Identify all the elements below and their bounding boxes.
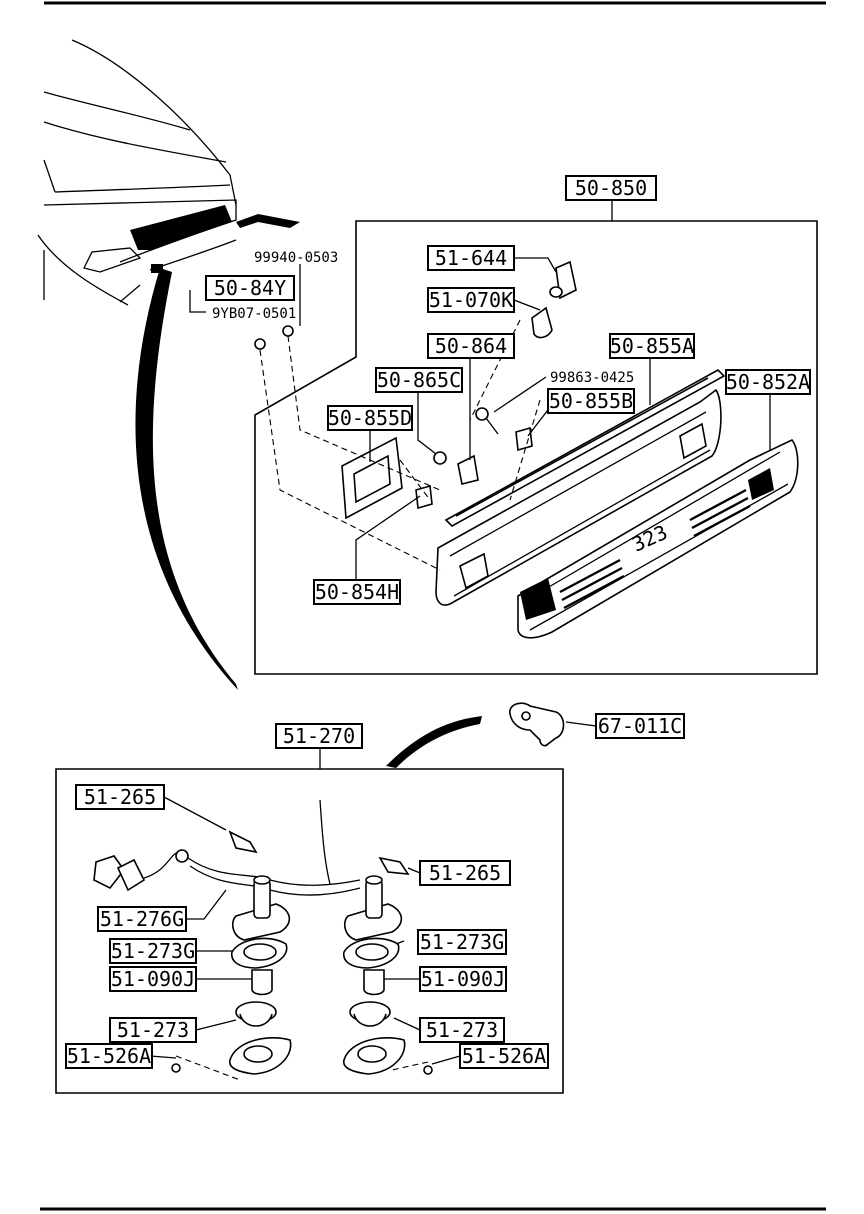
screw-left-icon xyxy=(171,1063,181,1073)
callout-51-276G: 51-276G xyxy=(97,906,187,932)
callout-51-265-left: 51-265 xyxy=(75,784,165,810)
trim-strip xyxy=(444,369,726,527)
nut-plate-icon xyxy=(415,484,433,510)
svg-text:50-84Y: 50-84Y xyxy=(214,276,286,300)
callout-51-090J-left: 51-090J xyxy=(109,966,197,992)
svg-text:51-273G: 51-273G xyxy=(420,930,504,954)
callout-99940-0503: 99940-0503 xyxy=(254,250,338,266)
callout-51-273-left: 51-273 xyxy=(109,1017,197,1043)
housing-left xyxy=(229,1037,292,1075)
svg-text:50-852A: 50-852A xyxy=(726,370,810,394)
callout-50-852A: 50-852A xyxy=(725,369,811,395)
callout-51-273G-right: 51-273G xyxy=(417,929,507,955)
svg-text:50-855A: 50-855A xyxy=(610,334,694,358)
license-lamp-left xyxy=(231,875,291,941)
car-rear-illustration xyxy=(37,39,237,306)
callout-51-090J-right: 51-090J xyxy=(419,966,507,992)
svg-text:50-855D: 50-855D xyxy=(328,406,412,430)
svg-text:50-855B: 50-855B xyxy=(549,389,633,413)
svg-text:50-850: 50-850 xyxy=(575,176,647,200)
hook-right-icon xyxy=(378,856,410,875)
callout-50-864: 50-864 xyxy=(427,333,515,359)
nut-icon xyxy=(433,451,447,465)
license-plate-panel xyxy=(435,388,722,606)
lower-assembly-frame xyxy=(55,768,564,1094)
svg-text:51-273: 51-273 xyxy=(426,1018,498,1042)
callout-99863-0425: 99863-0425 xyxy=(550,370,634,386)
sweep-arrow-upper xyxy=(135,268,238,690)
harness-clamp-icon xyxy=(509,702,597,747)
bracket-clip-icon xyxy=(457,454,479,485)
callout-51-070K: 51-070K xyxy=(427,287,515,313)
sweep-arrow-lower xyxy=(386,716,482,768)
callout-51-273G-left: 51-273G xyxy=(109,938,197,964)
callout-50-865C: 50-865C xyxy=(375,367,463,393)
bracket-plate xyxy=(341,436,403,520)
housing-right xyxy=(343,1037,406,1075)
bulb-icon xyxy=(531,306,553,339)
bulb-left xyxy=(251,969,273,996)
svg-text:51-526A: 51-526A xyxy=(462,1044,546,1068)
callout-51-526A-right: 51-526A xyxy=(459,1043,549,1069)
lamp-socket-icon xyxy=(549,260,577,300)
callout-51-273-right: 51-273 xyxy=(419,1017,505,1043)
lens-right xyxy=(349,1001,391,1027)
lamp-gasket-right xyxy=(343,937,400,969)
callout-50-850: 50-850 xyxy=(565,175,657,201)
lamp-gasket-left xyxy=(231,937,288,969)
callout-9YB07-0501: 9YB07-0501 xyxy=(212,306,296,322)
callout-51-644: 51-644 xyxy=(427,245,515,271)
svg-text:51-265: 51-265 xyxy=(429,861,501,885)
callout-50-854H: 50-854H xyxy=(313,579,401,605)
bulb-right xyxy=(363,969,385,996)
hook-left-icon xyxy=(228,830,258,854)
svg-text:51-273: 51-273 xyxy=(117,1018,189,1042)
svg-text:51-644: 51-644 xyxy=(435,246,507,270)
callout-51-526A-left: 51-526A xyxy=(65,1043,153,1069)
grommet-icon xyxy=(254,325,294,350)
clip-icon xyxy=(515,426,533,452)
screw-icon xyxy=(475,407,499,435)
callout-51-265-right: 51-265 xyxy=(419,860,511,886)
svg-text:51-526A: 51-526A xyxy=(67,1044,151,1068)
svg-text:51-090J: 51-090J xyxy=(111,967,195,991)
license-lamp-right xyxy=(343,875,403,941)
upper-assembly-frame xyxy=(254,220,818,675)
callout-51-270: 51-270 xyxy=(275,723,363,749)
sweep-arrow-top xyxy=(236,214,300,228)
screw-right-icon xyxy=(423,1065,433,1075)
wiring-harness xyxy=(93,799,361,896)
svg-text:50-864: 50-864 xyxy=(435,334,507,358)
svg-text:51-070K: 51-070K xyxy=(429,288,513,312)
svg-text:51-270: 51-270 xyxy=(283,724,355,748)
svg-text:50-865C: 50-865C xyxy=(377,368,461,392)
callout-50-855D: 50-855D xyxy=(327,405,413,431)
svg-text:67-011C: 67-011C xyxy=(598,714,682,738)
callout-67-011C: 67-011C xyxy=(595,713,685,739)
lens-left xyxy=(235,1001,277,1027)
callout-50-855B: 50-855B xyxy=(547,388,635,414)
svg-text:51-276G: 51-276G xyxy=(100,907,184,931)
callout-50-855A: 50-855A xyxy=(609,333,695,359)
svg-text:51-273G: 51-273G xyxy=(111,939,195,963)
svg-text:50-854H: 50-854H xyxy=(315,580,399,604)
callout-50-84Y: 50-84Y xyxy=(205,275,295,301)
svg-text:51-265: 51-265 xyxy=(84,785,156,809)
svg-text:51-090J: 51-090J xyxy=(421,967,505,991)
